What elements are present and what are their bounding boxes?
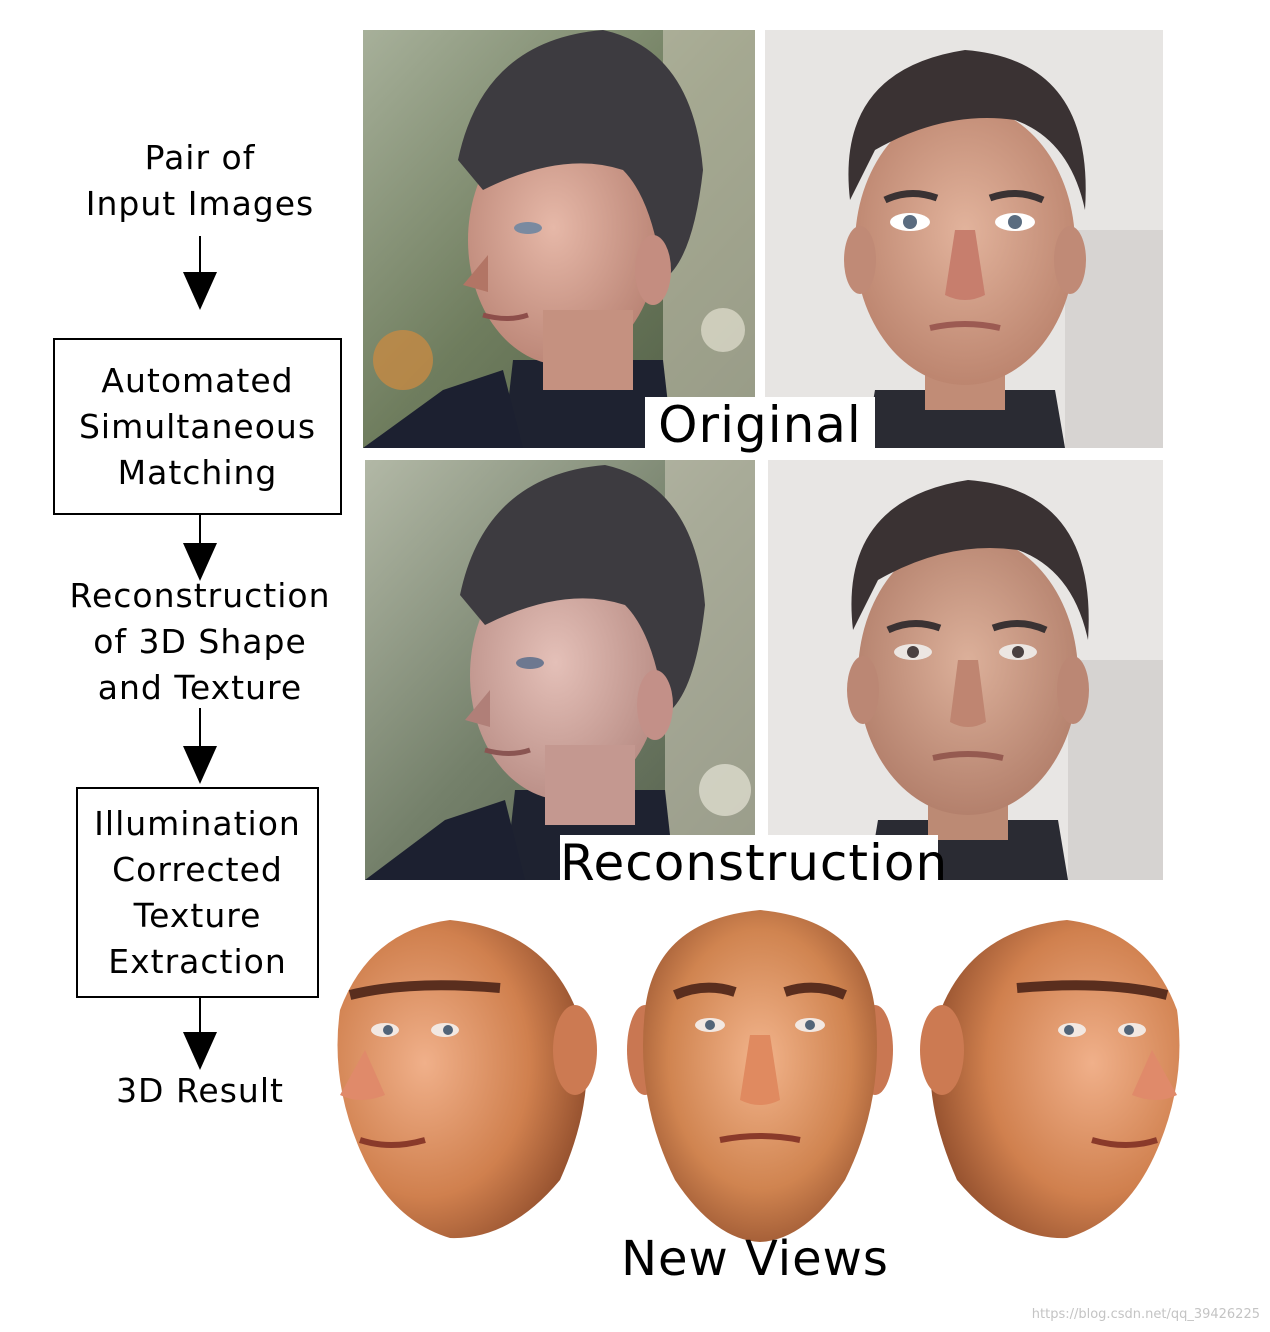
reconstruction-frontal-photo — [768, 460, 1163, 880]
step-reconstruction: Reconstruction of 3D Shape and Texture — [69, 576, 331, 707]
step-texture-box: Illumination Corrected Texture Extractio… — [76, 787, 319, 998]
down-arrow-icon — [183, 708, 217, 784]
original-label: Original — [645, 397, 875, 453]
step-texture-label: Illumination Corrected Texture Extractio… — [94, 803, 301, 981]
step-matching-box: Automated Simultaneous Matching — [53, 338, 342, 515]
watermark: https://blog.csdn.net/qq_39426225 — [1031, 1307, 1260, 1322]
reconstruction-profile-photo — [365, 460, 755, 880]
original-frontal-photo — [765, 30, 1163, 448]
down-arrow-icon — [183, 515, 217, 581]
new-views-label: New Views — [621, 1231, 889, 1287]
step-matching-label: Automated Simultaneous Matching — [78, 360, 317, 492]
new-view-right-render — [912, 900, 1187, 1250]
reconstruction-label: Reconstruction — [560, 834, 949, 892]
down-arrow-icon — [183, 236, 217, 310]
down-arrow-icon — [183, 998, 217, 1070]
new-view-front-render — [625, 900, 895, 1250]
new-view-left-render — [330, 900, 610, 1250]
original-profile-photo — [363, 30, 755, 448]
step-input-images: Pair of Input Images — [85, 138, 315, 223]
step-3d-result: 3D Result — [116, 1071, 284, 1110]
